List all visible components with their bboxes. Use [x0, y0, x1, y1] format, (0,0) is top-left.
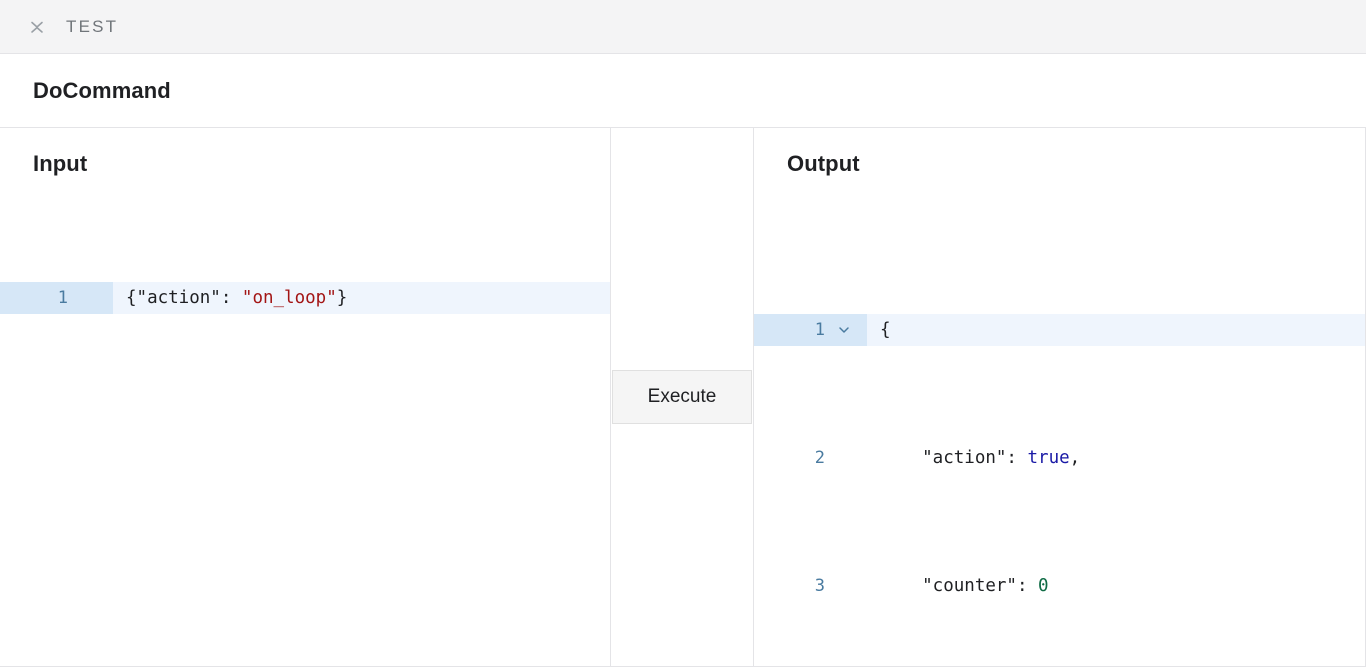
output-token-key-action: "action":	[880, 442, 1028, 474]
input-line-text[interactable]: {"action": "on_loop"}	[113, 282, 610, 314]
output-line-gutter: 3	[754, 570, 867, 602]
output-line-number: 2	[805, 442, 825, 474]
collapse-chevrons-icon[interactable]	[28, 18, 46, 36]
output-code-line[interactable]: 1 {	[754, 314, 1365, 346]
output-code-line[interactable]: 2 "action": true,	[754, 442, 1365, 474]
output-code-line[interactable]: 3 "counter": 0	[754, 570, 1365, 602]
output-scrollbar[interactable]	[1360, 128, 1365, 666]
input-code-editor[interactable]: 1 {"action": "on_loop"}	[0, 218, 610, 378]
input-heading: Input	[0, 128, 610, 178]
input-token-punctuation: {"action":	[126, 282, 242, 314]
input-token-punctuation: }	[337, 282, 348, 314]
top-bar: TEST	[0, 0, 1366, 54]
execute-button[interactable]: Execute	[612, 370, 752, 424]
execute-pane: Execute	[610, 128, 754, 666]
output-line-number: 1	[805, 314, 825, 346]
output-token-number-value: 0	[1038, 570, 1049, 602]
output-line-number: 3	[805, 570, 825, 602]
output-line-text[interactable]: "action": true,	[867, 442, 1365, 474]
output-heading: Output	[754, 128, 1365, 178]
output-line-text[interactable]: "counter": 0	[867, 570, 1365, 602]
input-pane: Input 1 {"action": "on_loop"}	[0, 128, 610, 666]
output-code-editor[interactable]: 1 { 2 "action": true,	[754, 218, 1365, 666]
command-header: DoCommand	[0, 54, 1366, 128]
output-pane: Output 1 { 2 "action"	[754, 128, 1366, 666]
input-token-string-value: "on_loop"	[242, 282, 337, 314]
output-line-gutter: 2	[754, 442, 867, 474]
output-token-comma: ,	[1070, 442, 1081, 474]
output-token-key-counter: "counter":	[880, 570, 1038, 602]
output-line-text[interactable]: {	[867, 314, 1365, 346]
output-token-boolean-value: true	[1028, 442, 1070, 474]
main-content: Input 1 {"action": "on_loop"} Execute Ou…	[0, 128, 1366, 667]
input-line-gutter: 1	[0, 282, 113, 314]
output-line-gutter: 1	[754, 314, 867, 346]
top-bar-title: TEST	[66, 17, 118, 37]
input-code-line[interactable]: 1 {"action": "on_loop"}	[0, 282, 610, 314]
page-title: DoCommand	[33, 78, 171, 104]
chevron-down-icon[interactable]	[825, 323, 863, 337]
input-line-number: 1	[48, 282, 68, 314]
output-token-brace-open: {	[880, 314, 891, 346]
